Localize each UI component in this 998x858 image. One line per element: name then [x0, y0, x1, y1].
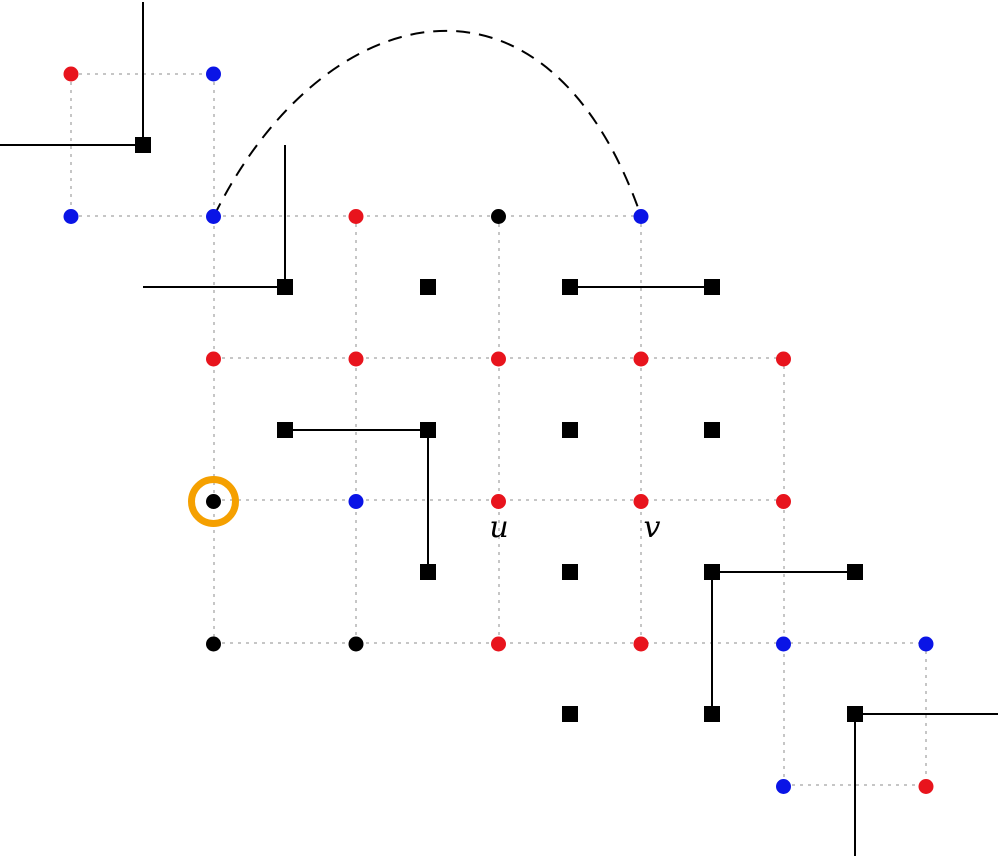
- square-marker: [562, 422, 578, 438]
- highlight-ring: [188, 476, 239, 527]
- lattice-node-black: [348, 636, 364, 652]
- lattice-node-red: [633, 636, 649, 652]
- lattice-node-red: [348, 351, 364, 367]
- lattice-node-blue: [776, 779, 791, 794]
- square-marker: [847, 706, 863, 722]
- lattice-node-blue: [776, 636, 791, 652]
- square-marker: [562, 706, 578, 722]
- square-marker: [704, 706, 720, 722]
- dashed-arc: [213, 29, 642, 217]
- lattice-node-blue: [206, 209, 221, 224]
- lattice-node-blue: [348, 494, 364, 509]
- square-marker: [277, 422, 293, 438]
- lattice-node-blue: [633, 209, 649, 224]
- square-markers: [135, 137, 863, 722]
- lattice-node-v: [633, 494, 649, 509]
- lattice-node-black: [491, 209, 506, 224]
- lattice-node-red: [63, 66, 79, 82]
- lattice-node-red: [348, 209, 364, 224]
- lattice-node-red: [206, 351, 221, 367]
- lattice-node-u: [491, 494, 506, 509]
- square-marker: [704, 422, 720, 438]
- square-marker: [420, 564, 436, 580]
- lattice-node-red: [918, 779, 934, 794]
- square-marker: [135, 137, 151, 153]
- lattice-node-red: [776, 351, 791, 367]
- lattice-node-blue: [63, 209, 79, 224]
- square-marker: [420, 422, 436, 438]
- square-marker: [562, 279, 578, 295]
- square-marker: [277, 279, 293, 295]
- square-marker: [704, 564, 720, 580]
- lattice-node-red: [491, 351, 506, 367]
- square-marker: [562, 564, 578, 580]
- grid-lines: [70, 73, 927, 786]
- lattice-node-blue: [918, 636, 934, 652]
- lattice-node-red: [776, 494, 791, 509]
- label-v: v: [644, 510, 661, 545]
- lattice-node-black: [206, 494, 221, 509]
- lattice-node-blue: [206, 66, 221, 82]
- label-u: u: [489, 510, 508, 545]
- dots-layer: [63, 66, 934, 794]
- lattice-node-red: [491, 636, 506, 652]
- lattice-node-red: [633, 351, 649, 367]
- square-marker: [420, 279, 436, 295]
- square-marker: [704, 279, 720, 295]
- square-marker: [847, 564, 863, 580]
- lattice-node-black: [206, 636, 221, 652]
